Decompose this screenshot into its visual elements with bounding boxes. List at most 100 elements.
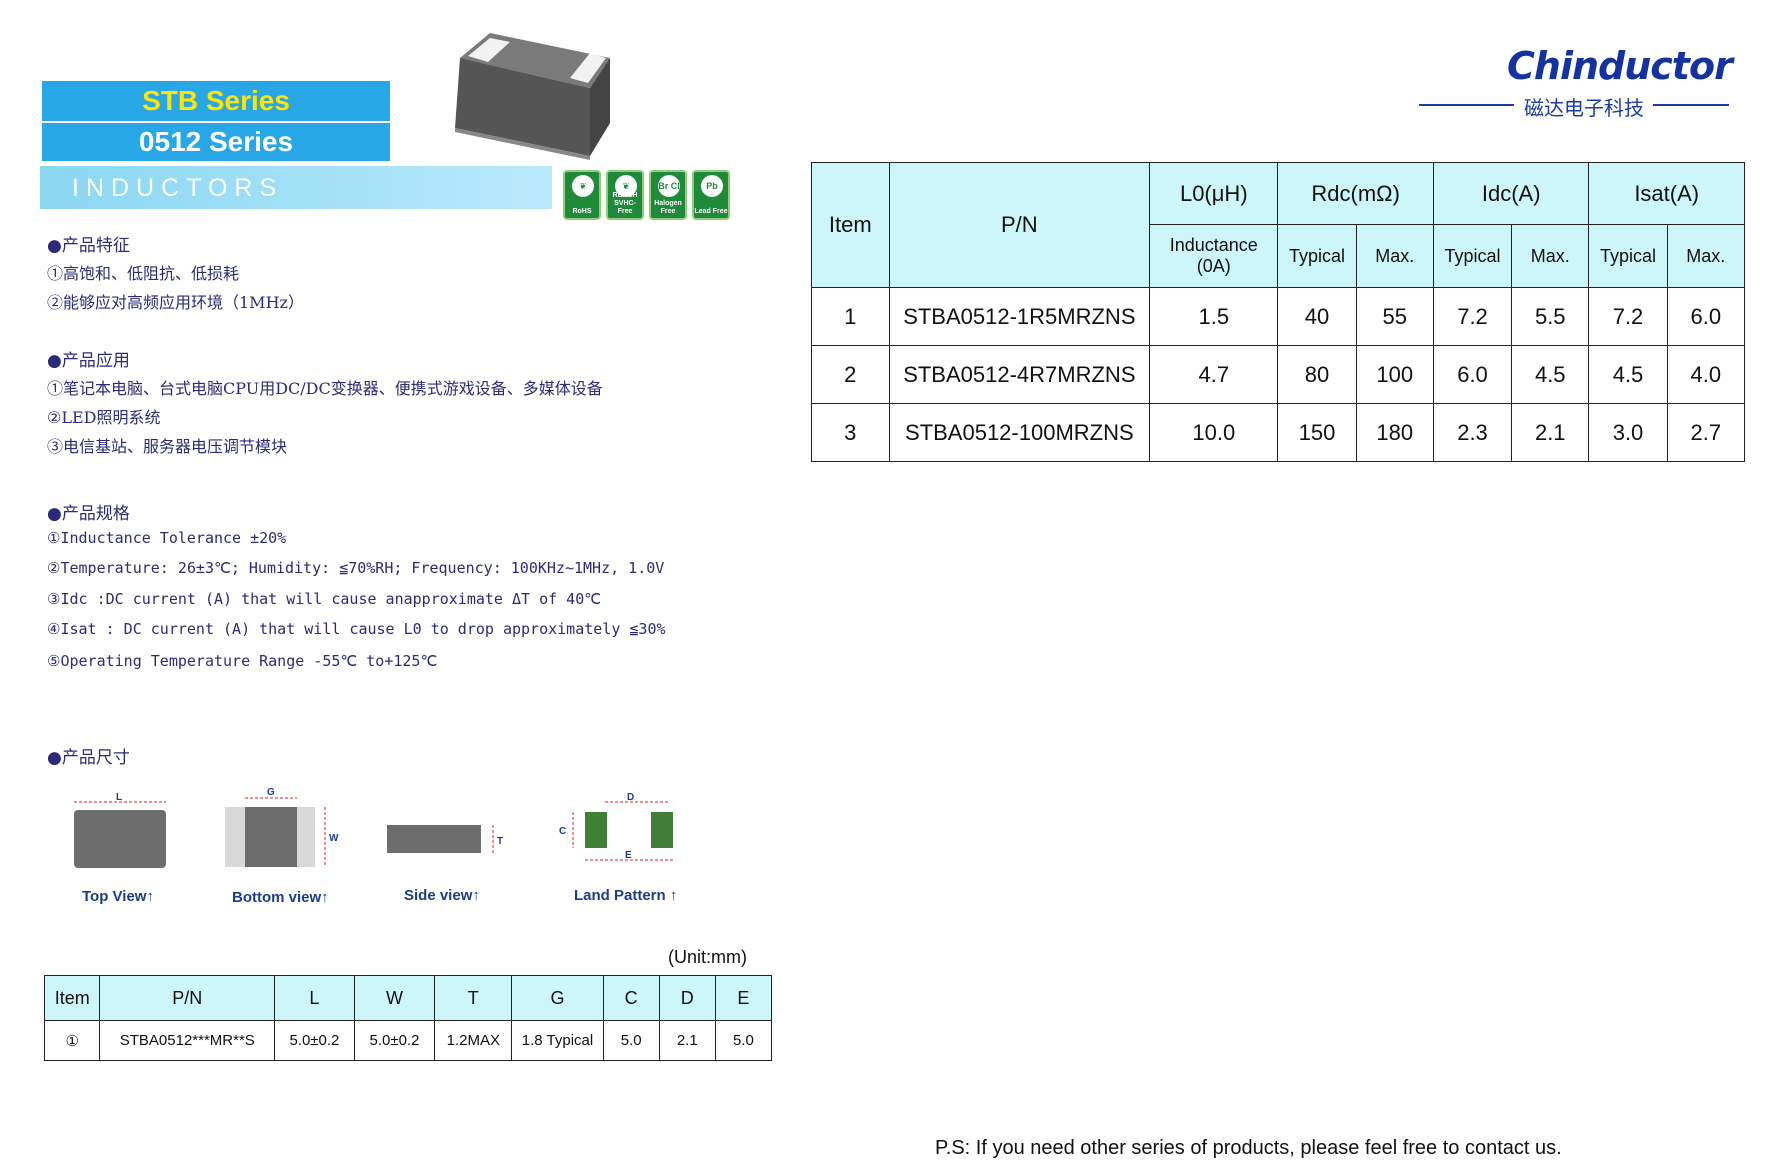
cell: STBA0512-1R5MRZNS bbox=[888, 287, 1151, 346]
cell: STBA0512-4R7MRZNS bbox=[888, 345, 1151, 404]
cell: 3.0 bbox=[1588, 403, 1668, 462]
specs-heading: ●产品规格 bbox=[47, 504, 130, 524]
category-label: INDUCTORS bbox=[72, 174, 284, 202]
dim-cell: 2.1 bbox=[658, 1020, 716, 1061]
top-view-label: Top View↑ bbox=[82, 888, 154, 905]
dim-header: C bbox=[602, 975, 660, 1021]
dim-header: E bbox=[714, 975, 773, 1021]
sub-series-title: 0512 Series bbox=[42, 121, 390, 161]
spec-item: ①Inductance Tolerance ±20% bbox=[47, 529, 287, 547]
lead-free-icon: Pb bbox=[701, 175, 723, 197]
table-row: 2 STBA0512-4R7MRZNS 4.7 80 100 6.0 4.5 4… bbox=[811, 345, 1746, 404]
compliance-badges: ❦ RoHS ❦ REACH SVHC-Free Br Cl Halogen F… bbox=[563, 170, 730, 220]
footer-note: P.S: If you need other series of product… bbox=[935, 1137, 1562, 1159]
dim-mark-g: G bbox=[267, 787, 275, 798]
lead-free-badge: Pb Lead Free bbox=[692, 170, 730, 220]
spec-item: ⑤Operating Temperature Range -55℃ to+125… bbox=[47, 652, 438, 670]
side-view-label: Side view↑ bbox=[404, 887, 480, 904]
cell: 6.0 bbox=[1666, 287, 1746, 346]
dim-cell: 1.2MAX bbox=[434, 1020, 513, 1061]
spec-item: ③Idc :DC current (A) that will cause ana… bbox=[47, 590, 602, 608]
cell: 4.5 bbox=[1588, 345, 1668, 404]
electrical-spec-table: Item P/N L0(μH) Rdc(mΩ) Idc(A) Isat(A) I… bbox=[811, 162, 1746, 462]
dim-mark-l: L bbox=[116, 792, 122, 803]
series-title: STB Series bbox=[42, 81, 390, 121]
cell: 150 bbox=[1277, 403, 1357, 462]
side-view-diagram: T bbox=[387, 825, 503, 853]
table-row: 1 STBA0512-1R5MRZNS 1.5 40 55 7.2 5.5 7.… bbox=[811, 287, 1746, 346]
subheader-max: Max. bbox=[1511, 224, 1590, 288]
leaf-icon: ❦ bbox=[572, 175, 594, 197]
table-row: ① STBA0512***MR**S 5.0±0.2 5.0±0.2 1.2MA… bbox=[43, 1020, 773, 1061]
applications-heading: ●产品应用 bbox=[47, 351, 130, 371]
land-pattern-diagram: D C E bbox=[559, 792, 673, 861]
top-view-diagram: L bbox=[74, 792, 166, 868]
land-pattern-label: Land Pattern ↑ bbox=[574, 887, 678, 904]
dim-header: W bbox=[353, 975, 436, 1021]
leaf-icon: ❦ bbox=[615, 175, 637, 197]
cell: 2.7 bbox=[1666, 403, 1746, 462]
dim-cell: 5.0±0.2 bbox=[274, 1020, 355, 1061]
cell: 2.1 bbox=[1511, 403, 1590, 462]
dim-header: G bbox=[511, 975, 604, 1021]
unit-label: (Unit:mm) bbox=[668, 947, 747, 967]
cell: 4.0 bbox=[1666, 345, 1746, 404]
logo-divider-right bbox=[1653, 104, 1729, 106]
rohs-badge: ❦ RoHS bbox=[563, 170, 601, 220]
application-item: ②LED照明系统 bbox=[47, 408, 161, 427]
company-name-cn: 磁达电子科技 bbox=[1524, 96, 1644, 120]
logo-divider-left bbox=[1419, 104, 1514, 106]
cell: 5.5 bbox=[1511, 287, 1590, 346]
cell: 1.5 bbox=[1149, 287, 1279, 346]
halogen-free-badge: Br Cl Halogen Free bbox=[649, 170, 687, 220]
dimensions-heading: ●产品尺寸 bbox=[47, 748, 130, 768]
cell: 7.2 bbox=[1588, 287, 1668, 346]
subheader-typical: Typical bbox=[1432, 224, 1513, 288]
dim-header: D bbox=[658, 975, 716, 1021]
subheader-inductance: Inductance (0A) bbox=[1149, 224, 1279, 288]
dim-mark-w: W bbox=[329, 833, 339, 844]
dim-cell: 5.0 bbox=[714, 1020, 773, 1061]
header-pn: P/N bbox=[888, 162, 1151, 288]
bottom-view-diagram: G W bbox=[225, 787, 339, 867]
cell: 4.7 bbox=[1149, 345, 1279, 404]
subheader-typical: Typical bbox=[1588, 224, 1668, 288]
dim-cell: 5.0±0.2 bbox=[353, 1020, 436, 1061]
dim-cell: STBA0512***MR**S bbox=[99, 1020, 276, 1061]
table-row: 3 STBA0512-100MRZNS 10.0 150 180 2.3 2.1… bbox=[811, 403, 1746, 462]
application-item: ③电信基站、服务器电压调节模块 bbox=[47, 437, 288, 456]
feature-item: ②能够应对高频应用环境（1MHz） bbox=[47, 293, 304, 312]
dim-header: Item bbox=[43, 975, 101, 1021]
dim-header: T bbox=[434, 975, 513, 1021]
bottom-view-label: Bottom view↑ bbox=[232, 889, 329, 906]
cell: 100 bbox=[1355, 345, 1434, 404]
dim-cell: ① bbox=[43, 1020, 101, 1061]
dim-header: P/N bbox=[99, 975, 276, 1021]
dim-mark-e: E bbox=[625, 850, 632, 861]
cell: 1 bbox=[811, 287, 890, 346]
cell: 180 bbox=[1355, 403, 1434, 462]
subheader-max: Max. bbox=[1355, 224, 1434, 288]
dim-mark-d: D bbox=[627, 792, 634, 803]
spec-item: ②Temperature: 26±3℃; Humidity: ≦70%RH; F… bbox=[47, 559, 665, 577]
dim-mark-t: T bbox=[497, 836, 503, 847]
cell: 2.3 bbox=[1432, 403, 1513, 462]
cell: STBA0512-100MRZNS bbox=[888, 403, 1151, 462]
company-logo: Chinductor bbox=[1507, 44, 1733, 88]
cell: 6.0 bbox=[1432, 345, 1513, 404]
header-l0: L0(μH) bbox=[1149, 162, 1279, 225]
halogen-free-icon: Br Cl bbox=[658, 175, 680, 197]
subheader-typical: Typical bbox=[1277, 224, 1357, 288]
features-heading: ●产品特征 bbox=[47, 236, 130, 256]
header-idc: Idc(A) bbox=[1432, 162, 1590, 225]
cell: 7.2 bbox=[1432, 287, 1513, 346]
reach-badge: ❦ REACH SVHC-Free bbox=[606, 170, 644, 220]
header-rdc: Rdc(mΩ) bbox=[1277, 162, 1434, 225]
dim-mark-c: C bbox=[559, 826, 566, 837]
dim-cell: 5.0 bbox=[602, 1020, 660, 1061]
header-item: Item bbox=[811, 162, 890, 288]
cell: 80 bbox=[1277, 345, 1357, 404]
cell: 40 bbox=[1277, 287, 1357, 346]
cell: 55 bbox=[1355, 287, 1434, 346]
cell: 4.5 bbox=[1511, 345, 1590, 404]
